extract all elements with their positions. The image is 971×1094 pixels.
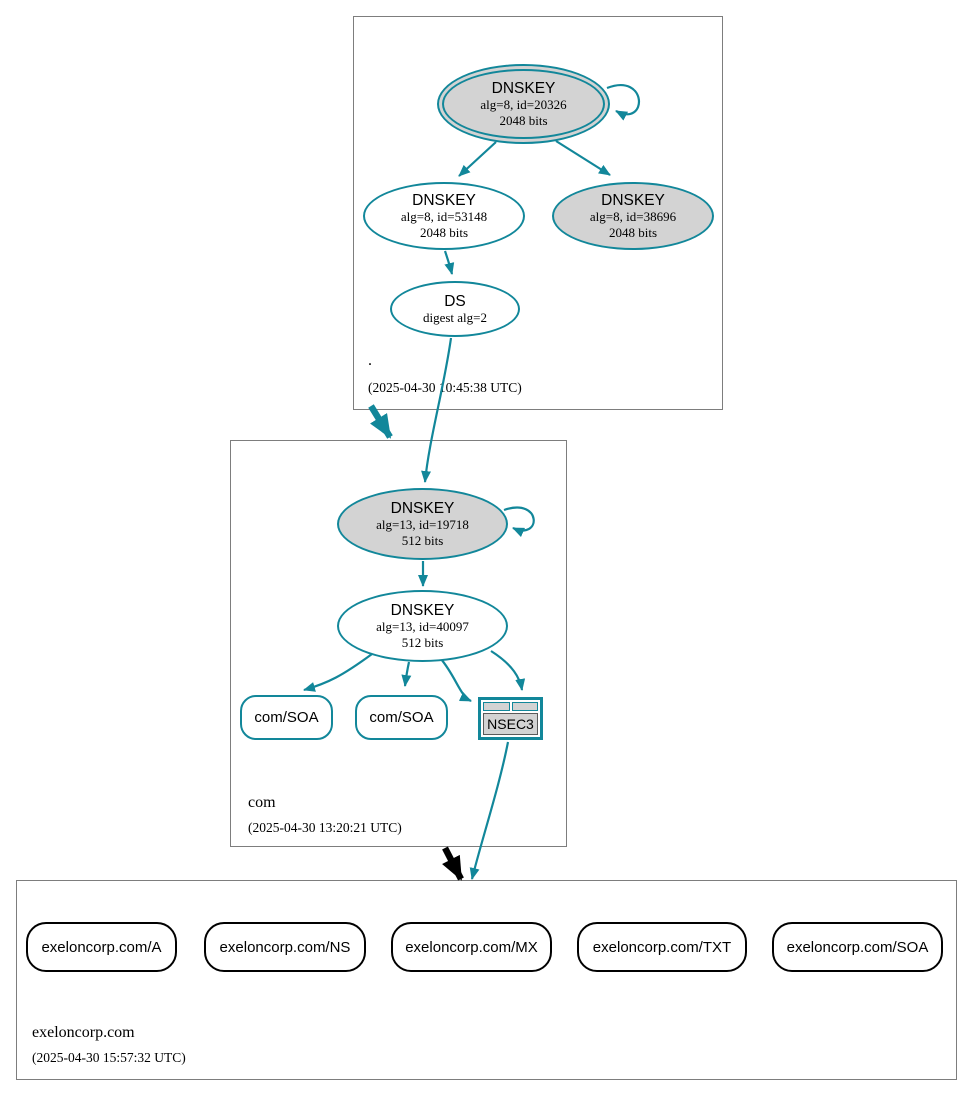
zone-box-exeloncorp [16,880,957,1080]
node-root-dnskey-38696[interactable]: DNSKEY alg=8, id=38696 2048 bits [552,182,714,250]
zone-label-com: com [248,794,276,811]
zone-timestamp-root: (2025-04-30 10:45:38 UTC) [368,380,522,395]
nsec3-header-row [483,702,538,711]
edge-root-delegation-to-com-arrow [368,404,393,439]
node-exeloncorp-a[interactable]: exeloncorp.com/A [26,922,177,972]
node-root-dnskey-ksk-inner: DNSKEY alg=8, id=20326 2048 bits [442,69,605,139]
node-exeloncorp-txt[interactable]: exeloncorp.com/TXT [577,922,747,972]
zone-timestamp-com: (2025-04-30 13:20:21 UTC) [248,820,402,835]
zone-label-exeloncorp: exeloncorp.com [32,1024,135,1041]
nsec3-header-cell-left [483,702,510,711]
node-com-dnskey-ksk[interactable]: DNSKEY alg=13, id=19718 512 bits [337,488,508,560]
nsec3-header-cell-right [511,702,538,711]
node-exeloncorp-ns[interactable]: exeloncorp.com/NS [204,922,366,972]
zone-label-root: . [368,352,372,369]
node-com-nsec3[interactable]: NSEC3 [478,697,543,740]
nsec3-label: NSEC3 [483,713,538,735]
edge-com-delegation-to-exeloncorp-arrow [442,846,464,881]
node-root-ds[interactable]: DS digest alg=2 [390,281,520,337]
node-root-dnskey-ksk[interactable]: DNSKEY alg=8, id=20326 2048 bits [437,64,610,144]
node-exeloncorp-mx[interactable]: exeloncorp.com/MX [391,922,552,972]
zone-timestamp-exeloncorp: (2025-04-30 15:57:32 UTC) [32,1050,186,1065]
node-exeloncorp-soa[interactable]: exeloncorp.com/SOA [772,922,943,972]
node-root-dnskey-zsk[interactable]: DNSKEY alg=8, id=53148 2048 bits [363,182,525,250]
node-com-soa-2[interactable]: com/SOA [355,695,448,740]
node-com-dnskey-zsk[interactable]: DNSKEY alg=13, id=40097 512 bits [337,590,508,662]
node-com-soa-1[interactable]: com/SOA [240,695,333,740]
